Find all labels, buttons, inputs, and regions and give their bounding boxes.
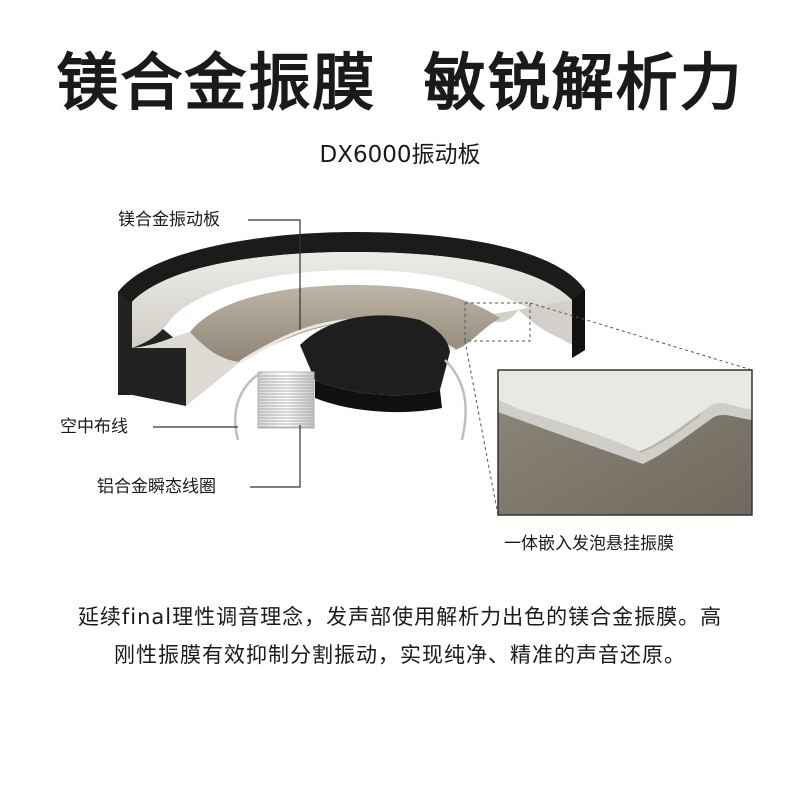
callout-diaphragm <box>248 219 301 330</box>
model-name: DX6000振动板 <box>319 142 481 168</box>
description: 延续final理性调音理念，发声部使用解析力出色的镁合金振膜。高刚性振膜有效抑制… <box>77 605 723 667</box>
lead-wire-right <box>444 359 467 441</box>
label-wiring: 空中布线 <box>60 417 128 437</box>
label-diaphragm: 镁合金振动板 <box>118 210 220 230</box>
inset-detail <box>497 369 753 516</box>
callout-lines <box>153 219 301 488</box>
voice-coil-former <box>300 315 450 413</box>
headline: 镁合金振膜 敏锐解析力 <box>56 46 744 119</box>
surround-ring <box>132 252 572 406</box>
label-suspension: 一体嵌入发泡悬挂振膜 <box>504 534 674 554</box>
label-coil: 铝合金瞬态线圈 <box>97 477 216 497</box>
callout-coil <box>250 425 301 488</box>
lead-wire <box>234 370 263 441</box>
zoom-indicator <box>464 302 753 516</box>
coil-windings <box>257 371 315 429</box>
